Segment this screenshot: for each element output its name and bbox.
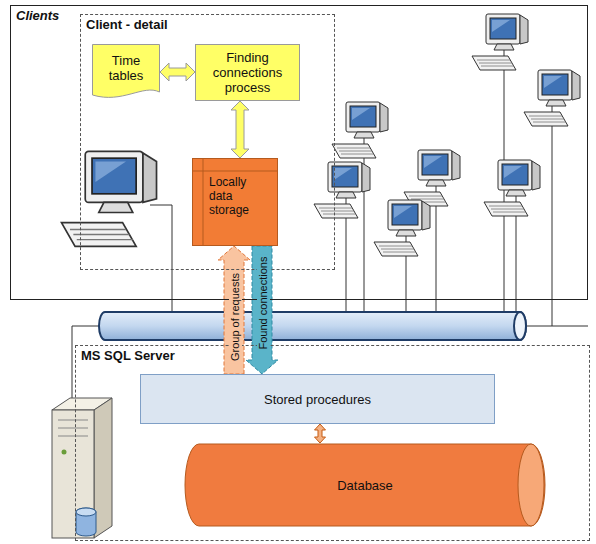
- access-arrow: [315, 424, 326, 443]
- sync-arrow: [160, 63, 195, 81]
- clients-region: Time tables Finding connections processLo…: [10, 5, 588, 300]
- client-computer: [314, 162, 370, 218]
- request-arrow: [218, 246, 250, 374]
- client-detail-region: Time tables Finding connections processLo…: [80, 14, 335, 270]
- pipe-end: [514, 312, 526, 340]
- database-cylinder: Database: [185, 443, 545, 527]
- power-led: [62, 450, 67, 455]
- node-label: Finding connections process: [202, 50, 293, 95]
- server-icon: [52, 398, 112, 538]
- node-label: Time tables: [96, 53, 156, 83]
- edge-label: Found connections: [257, 255, 270, 352]
- sync-arrow: [231, 101, 249, 158]
- node-label: Stored procedures: [264, 392, 371, 407]
- region-title: Clients: [11, 6, 64, 25]
- document-shape: [93, 45, 160, 98]
- client-computer: [374, 200, 430, 256]
- server-region: Stored proceduresDatabase MS SQL Server: [75, 345, 590, 541]
- client-computer: [61, 151, 156, 246]
- database-symbol-top: [76, 508, 96, 516]
- procedures-box: Stored procedures: [140, 374, 495, 424]
- storage-lines: [193, 159, 277, 245]
- database-symbol: [76, 508, 96, 536]
- client-computer: [472, 14, 528, 70]
- wire: [552, 326, 588, 327]
- drive-slots: [58, 420, 88, 436]
- cylinder-body: [185, 444, 545, 526]
- client-computer: [484, 160, 540, 216]
- edge-label-holder: Found connections: [253, 255, 271, 352]
- node-label: Locally data storage: [209, 175, 273, 217]
- edge-label: Group of requests: [229, 271, 242, 363]
- client-computer: [404, 150, 460, 206]
- cylinder-end: [518, 444, 544, 526]
- region-title: Client - detail: [81, 15, 173, 34]
- result-arrow: [246, 246, 278, 374]
- process-box: Finding connections process: [195, 44, 300, 101]
- wire: [150, 205, 172, 312]
- storage-grid: [193, 159, 277, 245]
- timetable-document: Time tables: [92, 44, 160, 100]
- storage-box: Locally data storage: [192, 158, 278, 246]
- node-label: Database: [337, 478, 393, 493]
- region-title: MS SQL Server: [76, 346, 180, 365]
- network-pipe: [99, 312, 526, 340]
- pipe-body: [99, 312, 526, 340]
- client-computer: [524, 70, 580, 126]
- edge-label-holder: Group of requests: [225, 271, 243, 363]
- client-computer: [332, 102, 388, 158]
- server-side: [94, 398, 112, 538]
